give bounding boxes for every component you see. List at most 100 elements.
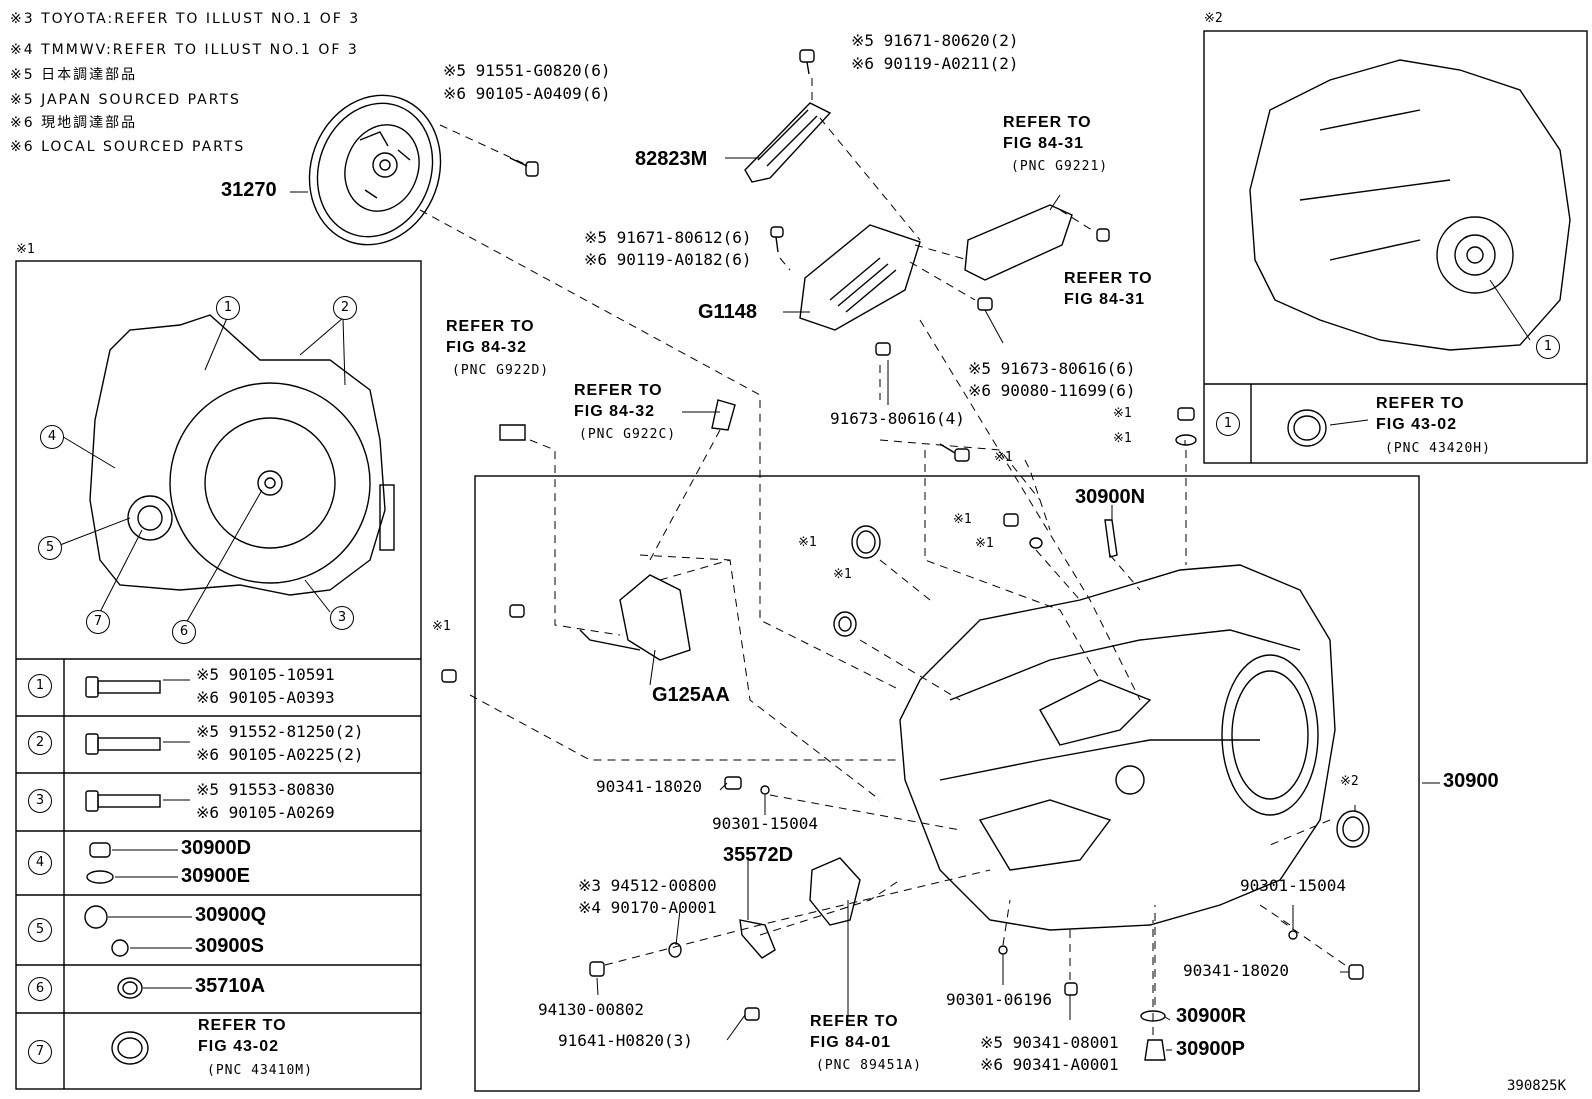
transaxle-assembly-30900 — [899, 564, 1336, 931]
row2-part-b: ※6 90105-A0225(2) — [196, 745, 364, 764]
ref-84-01-1: REFER TO — [810, 1013, 899, 1030]
inset2-housing-drawing — [1249, 59, 1571, 351]
inset2-row-no: 1 — [1216, 412, 1240, 436]
mark-x1-seal-a: ※1 — [798, 535, 817, 550]
callout-1: 1 — [216, 296, 240, 320]
ref-84-01-3: (PNC 89451A) — [816, 1058, 922, 1073]
part-90341-18020-left: 90341-18020 — [596, 777, 702, 796]
part-G1148: G1148 — [698, 301, 757, 323]
part-30900P: 30900P — [1176, 1038, 1245, 1060]
clutch-cover-31270 — [308, 94, 442, 246]
bolt-91671-top — [799, 49, 815, 75]
seal-x1-a — [851, 525, 881, 559]
part-82823M: 82823M — [635, 148, 708, 170]
plug-x1-top — [1175, 407, 1197, 446]
bolt-91551 — [509, 157, 539, 177]
row4-part-a: 30900D — [181, 837, 252, 859]
main-assembly-frame — [474, 475, 1420, 1092]
inset1-housing-drawing — [89, 314, 395, 596]
note-5: ※5 JAPAN SOURCED PARTS — [10, 92, 241, 108]
bolt-icon-row2 — [85, 733, 161, 755]
sensor-35572D — [589, 919, 776, 977]
row5-part-b: 30900S — [195, 935, 264, 957]
bolt-x1-left — [441, 669, 457, 683]
illustration-code: 390825K — [1507, 1078, 1567, 1094]
row-no-7: 7 — [28, 1040, 52, 1064]
ref-84-31-b1: REFER TO — [1064, 270, 1153, 287]
mark-x1-seal-b: ※1 — [833, 567, 852, 582]
row7-ref-1: REFER TO — [198, 1017, 287, 1034]
ref-84-31-a1: REFER TO — [1003, 114, 1092, 131]
part-91673-80616-x5: ※5 91673-80616(6) — [968, 359, 1136, 378]
seal-icon-row6 — [117, 977, 143, 999]
inset2-frame — [1203, 30, 1588, 464]
ref-84-31-a2: FIG 84-31 — [1003, 135, 1085, 152]
bolt-icon-row3 — [85, 790, 161, 812]
breather-30900N — [1104, 519, 1118, 558]
callout-6: 6 — [172, 620, 196, 644]
inset2-ref-2: FIG 43-02 — [1376, 416, 1458, 433]
ref-84-32-c1: REFER TO — [574, 382, 663, 399]
plug-icon-row5 — [84, 905, 129, 957]
bolt-91673-lower — [875, 342, 891, 356]
plug-30900P — [1144, 1039, 1166, 1061]
seal-x1-b — [833, 611, 857, 637]
callout-3: 3 — [330, 606, 354, 630]
inset2-mark: ※2 — [1204, 11, 1223, 26]
plug-icon-row4 — [86, 842, 114, 884]
connector-ref-84-32-c — [711, 399, 736, 431]
mark-x1-bolt: ※1 — [994, 450, 1013, 465]
seal-inset2 — [1287, 409, 1327, 447]
plug-90341-08001 — [998, 945, 1078, 996]
bolt-ref-8431 — [1096, 228, 1110, 242]
note-6-jp: ※6 現地調達部品 — [10, 115, 138, 131]
row5-part-a: 30900Q — [195, 904, 267, 926]
inset1-mark: ※1 — [16, 242, 35, 257]
part-31270: 31270 — [221, 179, 277, 201]
bolt-91673-right — [977, 297, 993, 311]
part-91673-80616-4: 91673-80616(4) — [830, 409, 965, 428]
ref-84-31-a3: (PNC G9221) — [1011, 159, 1109, 174]
seal-x2 — [1336, 810, 1370, 848]
row3-part-b: ※6 90105-A0269 — [196, 803, 335, 822]
part-90119-a0182: ※6 90119-A0182(6) — [584, 250, 752, 269]
ref-84-32-c3: (PNC G922C) — [579, 427, 677, 442]
ref-84-32-c2: FIG 84-32 — [574, 403, 656, 420]
part-30900R: 30900R — [1176, 1005, 1247, 1027]
part-94130-00802: 94130-00802 — [538, 1000, 644, 1019]
ref-84-01-2: FIG 84-01 — [810, 1034, 892, 1051]
bracket-82823M — [744, 102, 832, 183]
plug-90341-right — [1288, 930, 1364, 980]
part-94512-00800: ※3 94512-00800 — [578, 876, 717, 895]
row6-part-a: 35710A — [195, 975, 266, 997]
part-35572D: 35572D — [723, 844, 794, 866]
callout-2: 2 — [333, 296, 357, 320]
part-90301-15004-right: 90301-15004 — [1240, 876, 1346, 895]
part-30900N: 30900N — [1075, 486, 1146, 508]
note-5-jp: ※5 日本調達部品 — [10, 67, 138, 83]
mark-x1-plug-mid: ※1 — [953, 512, 972, 527]
part-91551-g0820: ※5 91551-G0820(6) — [443, 61, 611, 80]
seal-icon-row7 — [111, 1031, 149, 1065]
part-90301-06196: 90301-06196 — [946, 990, 1052, 1009]
row3-part-a: ※5 91553-80830 — [196, 780, 335, 799]
row4-part-b: 30900E — [181, 865, 250, 887]
mark-x1-plug-top: ※1 — [1113, 406, 1132, 421]
ref-84-31-b2: FIG 84-31 — [1064, 291, 1146, 308]
inset2-ref-1: REFER TO — [1376, 395, 1465, 412]
part-90341-a0001: ※6 90341-A0001 — [980, 1055, 1119, 1074]
row-no-4: 4 — [28, 851, 52, 875]
plug-90341-left — [724, 776, 770, 795]
row-no-5: 5 — [28, 918, 52, 942]
part-90301-15004-left: 90301-15004 — [712, 814, 818, 833]
ref-84-32-d3: (PNC G922D) — [452, 363, 550, 378]
part-90170-a0001: ※4 90170-A0001 — [578, 898, 717, 917]
note-6: ※6 LOCAL SOURCED PARTS — [10, 139, 246, 155]
note-3: ※3 TOYOTA:REFER TO ILLUST NO.1 OF 3 — [10, 11, 361, 27]
part-90105-a0409: ※6 90105-A0409(6) — [443, 84, 611, 103]
mark-x2-seal: ※2 — [1340, 774, 1359, 789]
callout-4: 4 — [40, 425, 64, 449]
part-91641-h0820: 91641-H0820(3) — [558, 1031, 693, 1050]
cover-ref-84-31 — [964, 204, 1073, 281]
